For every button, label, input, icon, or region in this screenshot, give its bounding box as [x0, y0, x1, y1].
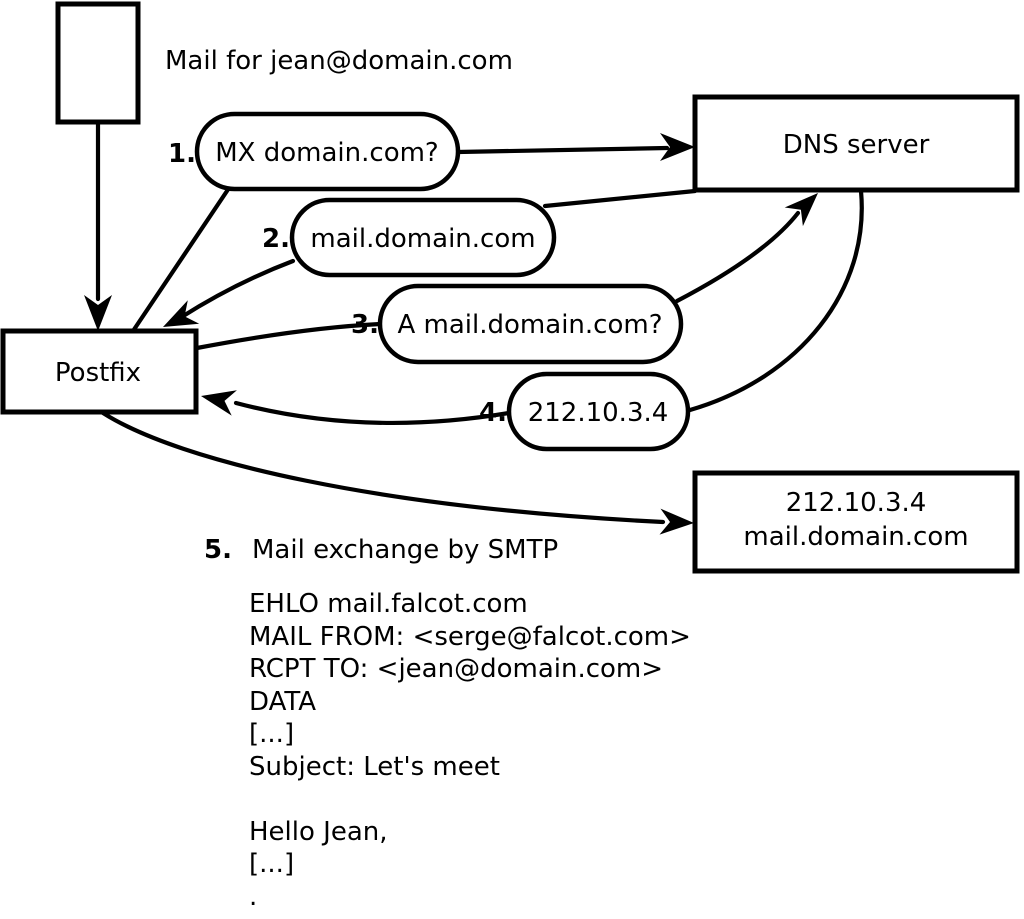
connector-answer4-to-postfix: [233, 400, 512, 426]
smtp-line: EHLO mail.falcot.com: [249, 589, 528, 619]
arrowhead-smtp-into-target: [659, 508, 694, 535]
arrowhead-query3-into-dns: [784, 193, 818, 227]
step-3-label: A mail.domain.com?: [398, 310, 663, 340]
step-4-label: 212.10.3.4: [528, 398, 669, 428]
arrowhead-answer4-into-postfix: [201, 390, 237, 416]
connector-answer2-to-postfix: [177, 258, 296, 321]
smtp-line: [...]: [249, 719, 294, 749]
pill-mx-query: [194, 111, 461, 192]
pill-a-answer: [506, 371, 691, 452]
connector-dns-to-answer2: [542, 188, 698, 209]
smtp-line: .: [249, 882, 257, 912]
smtp-line: RCPT TO: <jean@domain.com>: [249, 654, 663, 684]
smtp-session-transcript: EHLO mail.falcot.com MAIL FROM: <serge@f…: [249, 589, 691, 912]
step-2-label: mail.domain.com: [310, 224, 535, 254]
connector-postfix-to-query1: [130, 185, 232, 334]
pill-a-query: [377, 283, 684, 365]
step-1-label: MX domain.com?: [215, 138, 438, 168]
smtp-line: [...]: [249, 849, 294, 879]
step-2-number: 2.: [262, 224, 290, 254]
dns-server-label: DNS server: [783, 130, 930, 160]
target-server-ip: 212.10.3.4: [786, 488, 927, 518]
dns-server-box: [692, 94, 1020, 193]
smtp-line: Hello Jean,: [249, 817, 388, 847]
connector-dns-to-answer4: [687, 188, 864, 413]
target-server-box: [692, 470, 1020, 574]
arrowhead-into-dns-left: [660, 133, 695, 161]
connector-query1-to-dns: [455, 145, 670, 155]
target-server-hostname: mail.domain.com: [743, 522, 968, 552]
arrowhead-answer2-into-postfix: [163, 300, 200, 327]
smtp-line: Subject: Let's meet: [249, 752, 500, 782]
connector-postfix-to-target: [100, 410, 666, 525]
step-4-number: 4.: [479, 398, 507, 428]
pill-mx-answer: [289, 197, 557, 278]
smtp-line: DATA: [249, 687, 316, 717]
mail-message-node: [55, 1, 141, 125]
postfix-box: [0, 328, 199, 415]
step-5-label: Mail exchange by SMTP: [252, 535, 558, 565]
connector-query3-to-dns: [674, 210, 801, 304]
arrowhead-into-postfix-top: [84, 295, 112, 331]
connector-postfix-to-query3: [194, 321, 383, 351]
step-3-number: 3.: [351, 310, 379, 340]
postfix-label: Postfix: [55, 358, 141, 388]
step-5-number: 5.: [204, 535, 232, 565]
step-1-number: 1.: [168, 139, 196, 169]
smtp-line: MAIL FROM: <serge@falcot.com>: [249, 622, 691, 652]
mail-for-label: Mail for jean@domain.com: [165, 46, 513, 76]
